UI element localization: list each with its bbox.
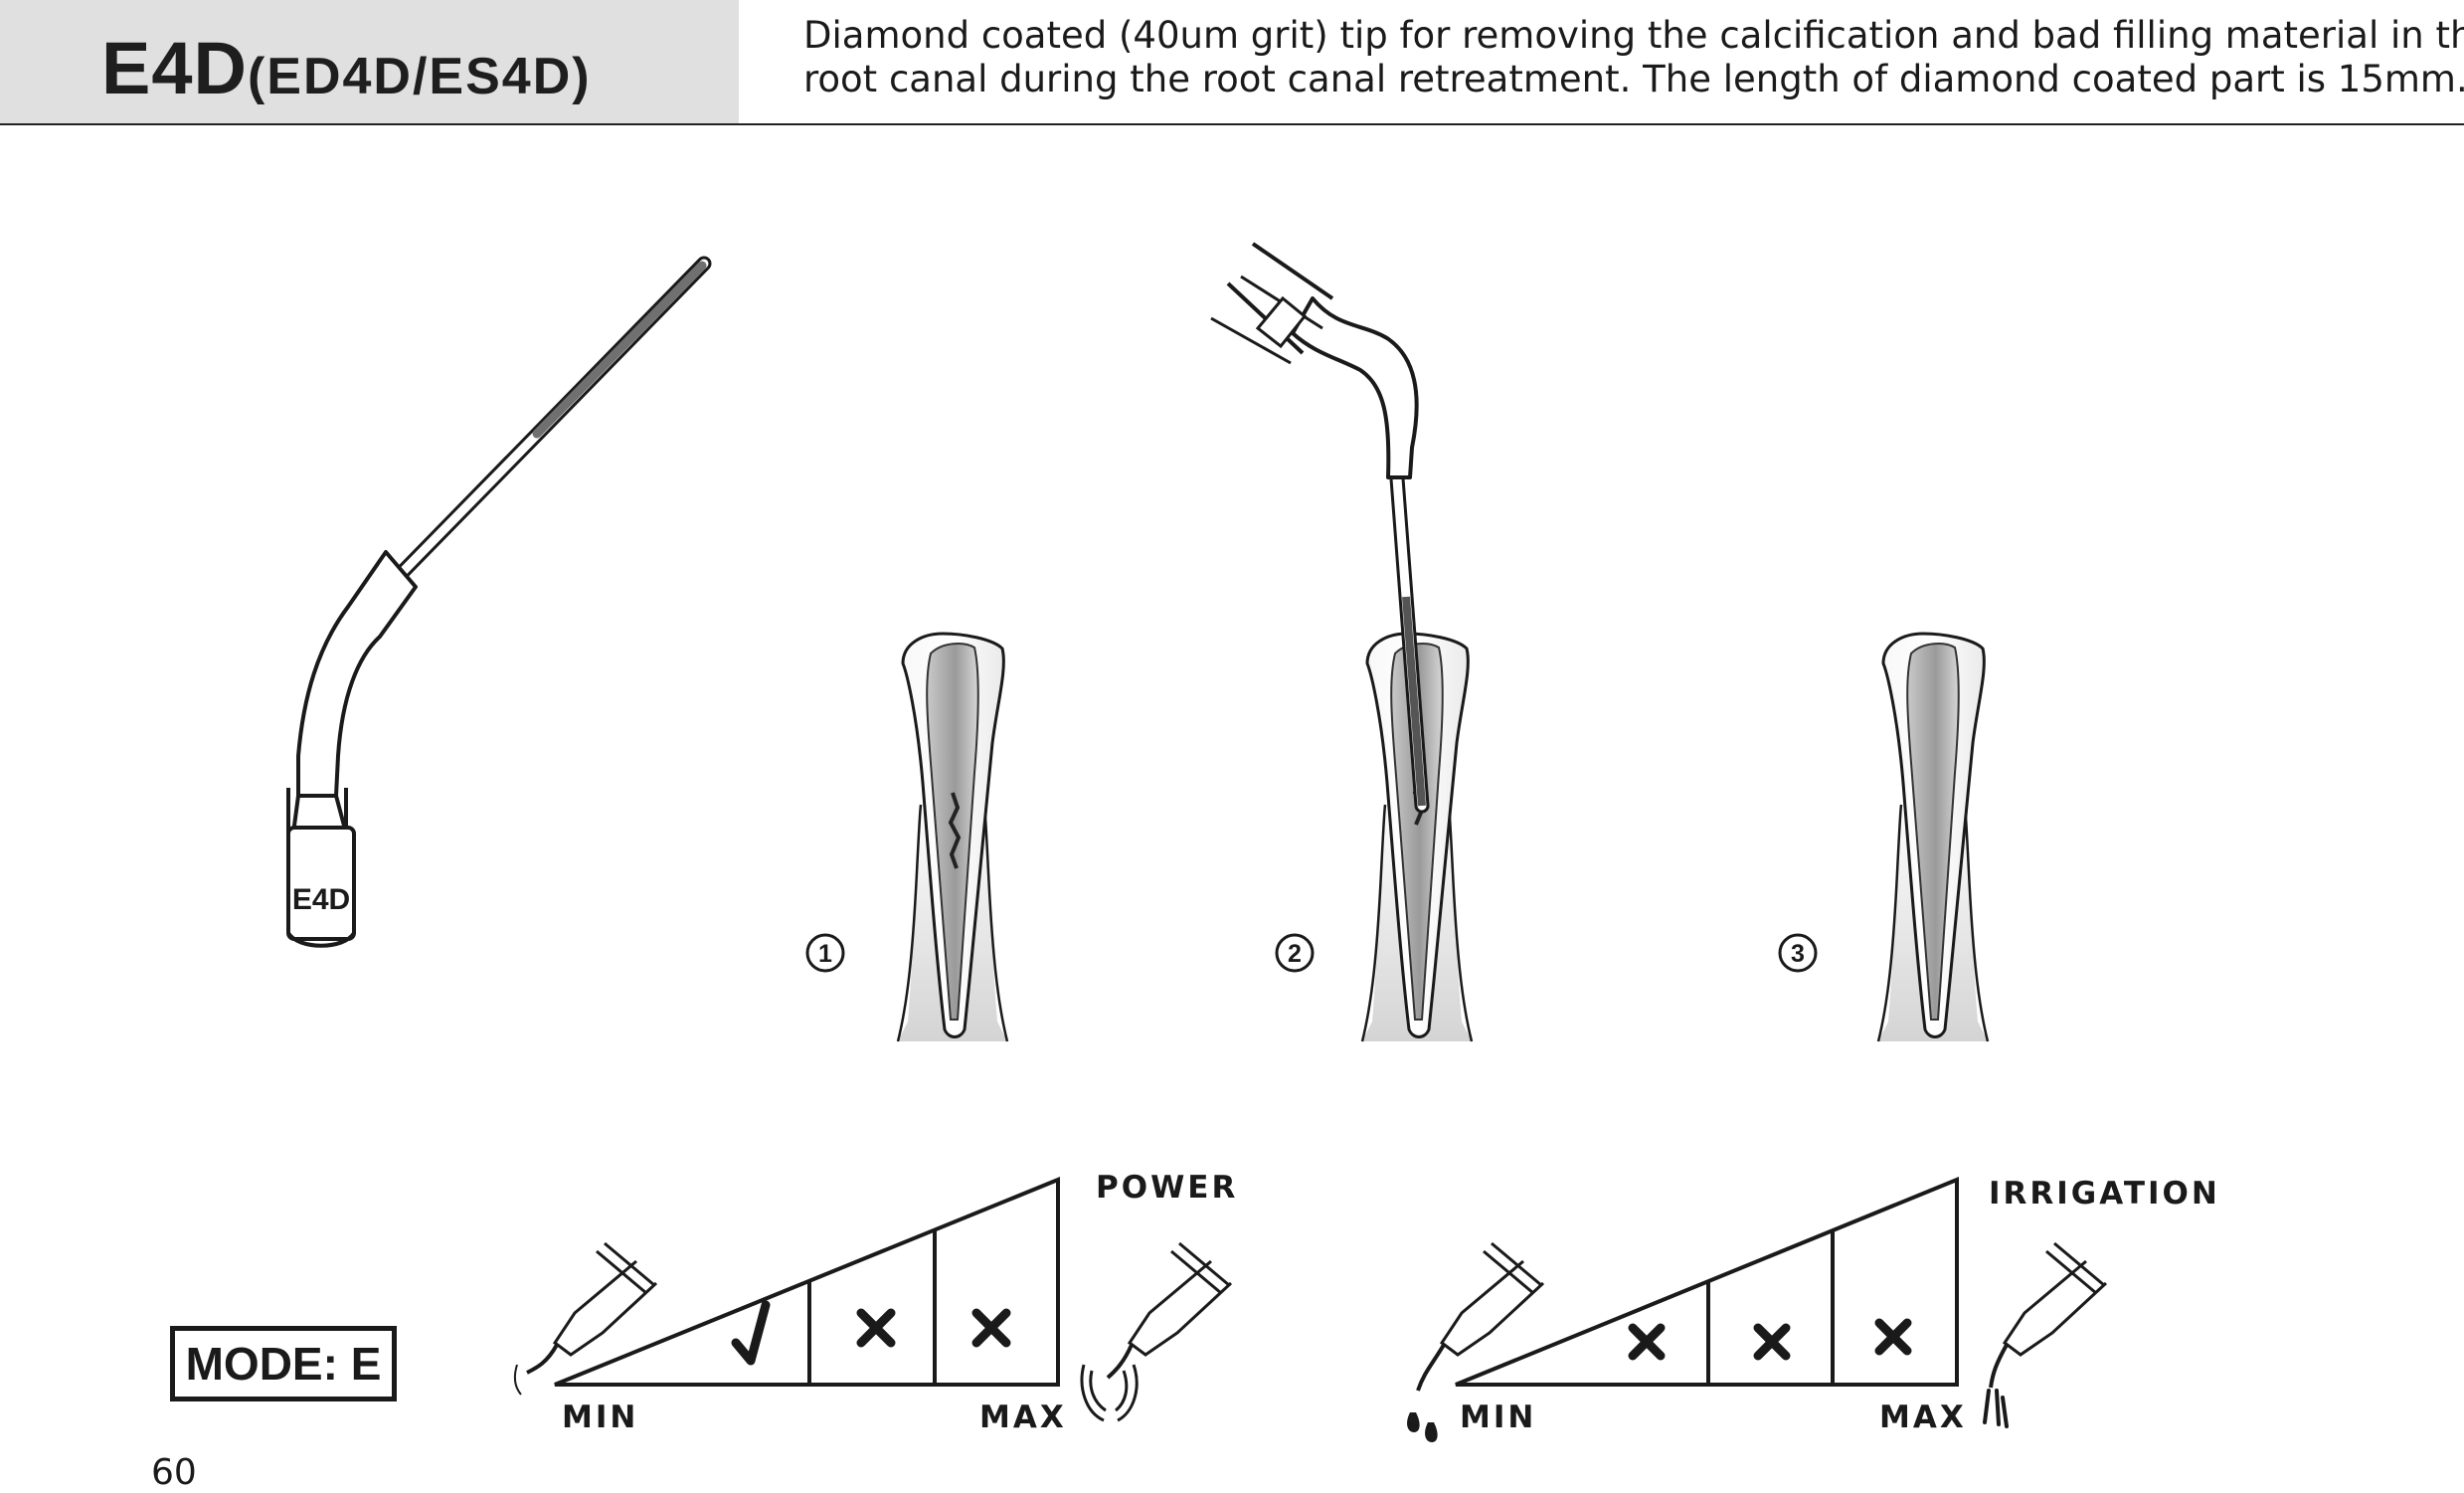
step-1-marker — [805, 933, 845, 973]
power-max-label: MAX — [979, 1400, 1067, 1435]
handpiece-high-irrigation-icon — [1983, 1241, 2108, 1428]
power-cross-icon — [971, 1308, 1011, 1348]
description-line-2: root canal during the root canal retreat… — [803, 58, 2464, 100]
step-1-number: 1 — [818, 940, 832, 968]
power-scale — [513, 1177, 1233, 1422]
handpiece-max-icon — [1080, 1241, 1233, 1422]
irrigation-cross-icon — [1874, 1318, 1912, 1356]
step-2-number: 2 — [1288, 940, 1302, 968]
tip-label: E4D — [292, 883, 350, 916]
irrigation-scale-title: IRRIGATION — [1989, 1176, 2220, 1212]
mode-badge: MODE: E — [170, 1326, 397, 1401]
tooth-step-3 — [1876, 632, 1990, 1043]
step-3-number: 3 — [1791, 940, 1805, 968]
page-number: 60 — [151, 1452, 197, 1493]
handpiece-min-icon — [513, 1241, 658, 1396]
irrigation-scale — [1407, 1177, 2108, 1442]
ultrasonic-tip-drawing: E4D — [286, 256, 712, 948]
model-name: E4D — [101, 27, 248, 109]
description-line-1: Diamond coated (40um grit) tip for remov… — [803, 14, 2464, 57]
tooth-step-1 — [896, 632, 1009, 1043]
model-title: E4D(ED4D/ES4D) — [101, 24, 592, 113]
tip-description: Diamond coated (40um grit) tip for remov… — [803, 14, 2464, 101]
power-cross-icon — [856, 1308, 896, 1348]
header-title-band — [0, 0, 739, 123]
handpiece-low-irrigation-icon — [1407, 1241, 1545, 1442]
power-check-icon — [731, 1300, 771, 1366]
irrigation-max-label: MAX — [1879, 1400, 1967, 1435]
power-scale-title: POWER — [1096, 1170, 1239, 1206]
header-divider — [0, 123, 2464, 125]
step-2-marker — [1275, 933, 1315, 973]
handpiece-with-tip — [1210, 242, 1430, 814]
power-min-label: MIN — [562, 1400, 639, 1435]
model-variants: (ED4D/ES4D) — [247, 48, 592, 105]
irrigation-min-label: MIN — [1460, 1400, 1537, 1435]
irrigation-cross-icon — [1628, 1323, 1666, 1361]
irrigation-cross-icon — [1753, 1323, 1791, 1361]
step-3-marker — [1778, 933, 1818, 973]
